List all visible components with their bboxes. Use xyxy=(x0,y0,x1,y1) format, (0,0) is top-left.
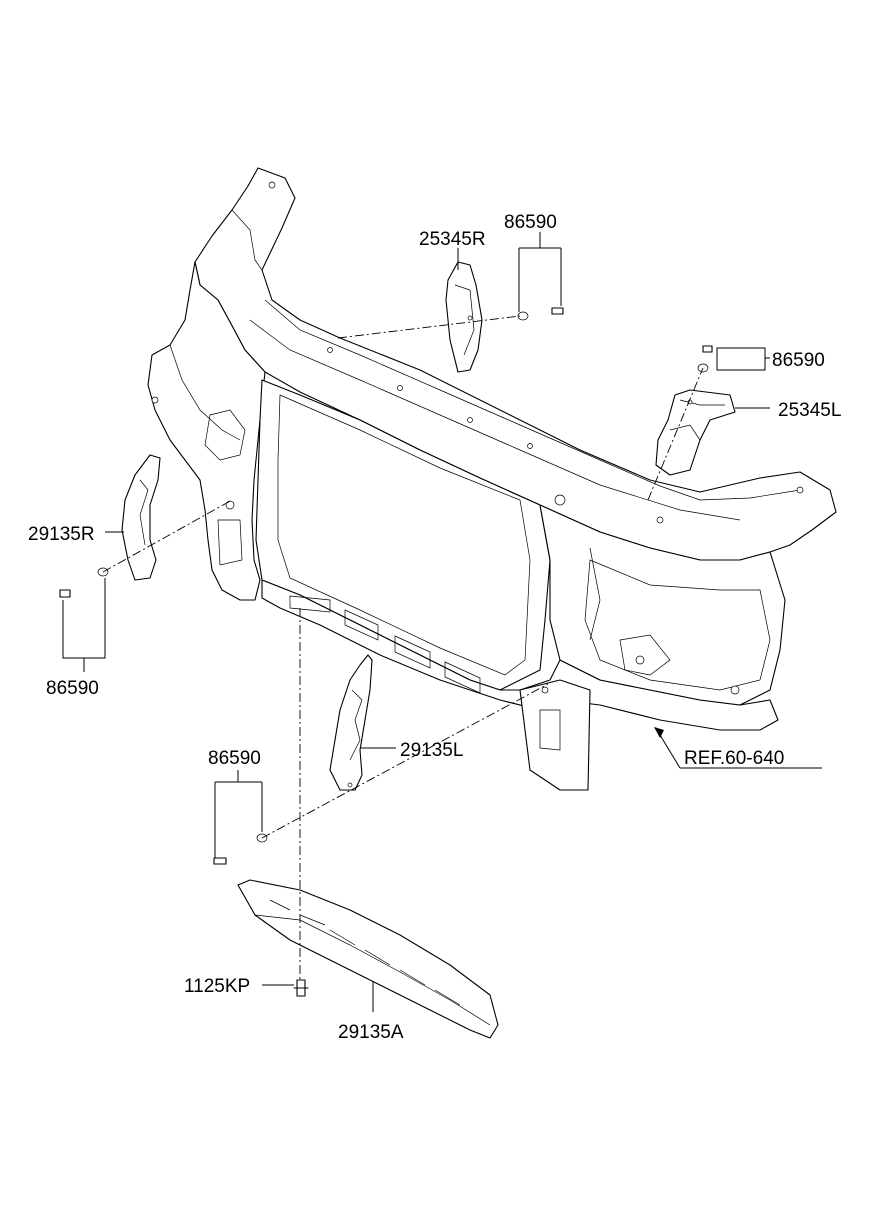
clip-86590-left xyxy=(59,567,109,598)
leader-lines xyxy=(62,232,822,1012)
label-86590-bottom: 86590 xyxy=(208,748,261,769)
label-86590-right: 86590 xyxy=(772,350,825,371)
deflector-29135L xyxy=(329,654,373,791)
bracket-25345R xyxy=(445,261,483,373)
label-25345R: 25345R xyxy=(419,229,486,250)
label-86590-top: 86590 xyxy=(504,212,557,233)
label-29135A: 29135A xyxy=(338,1022,404,1043)
label-1125KP: 1125KP xyxy=(184,976,250,997)
label-86590-left: 86590 xyxy=(46,678,99,699)
callout-labels: 25345R 86590 86590 25345L 29135R 86590 2… xyxy=(28,212,841,1043)
deflector-29135R xyxy=(121,454,161,581)
bolt-1125KP xyxy=(293,979,309,997)
assembly-lines xyxy=(102,315,704,980)
bracket-25345L xyxy=(655,389,736,476)
label-29135R: 29135R xyxy=(28,524,95,545)
clip-86590-top xyxy=(517,307,564,321)
label-29135L: 29135L xyxy=(400,740,463,761)
label-ref: REF.60-640 xyxy=(684,748,784,769)
front-end-carrier xyxy=(147,167,837,791)
clip-86590-right xyxy=(697,345,713,373)
clip-86590-bottom xyxy=(213,833,268,865)
deflector-29135A xyxy=(237,879,499,1039)
label-25345L: 25345L xyxy=(778,400,841,421)
